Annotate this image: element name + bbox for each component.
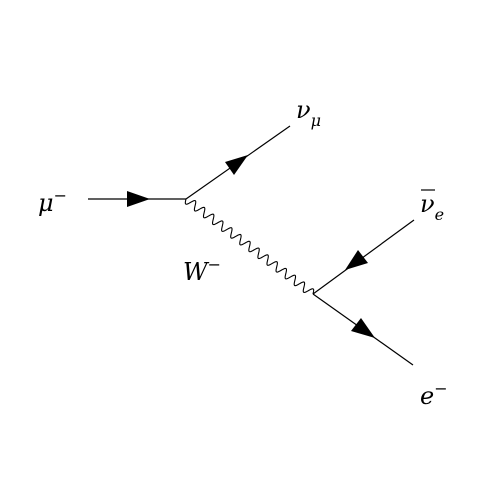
w-boson-label: W− [183,255,221,286]
w-boson-propagator [184,198,315,295]
muon-neutrino-label: νμ [296,96,321,130]
muon-arrow [127,191,150,207]
antineutrino-label: νe [420,190,444,224]
muon-label: μ− [38,186,67,217]
electron-label: e− [420,379,448,410]
antineutrino-line [312,219,415,295]
electron-arrow [351,318,375,338]
antineutrino-arrow [345,250,368,270]
muon-neutrino-arrow [225,155,248,175]
